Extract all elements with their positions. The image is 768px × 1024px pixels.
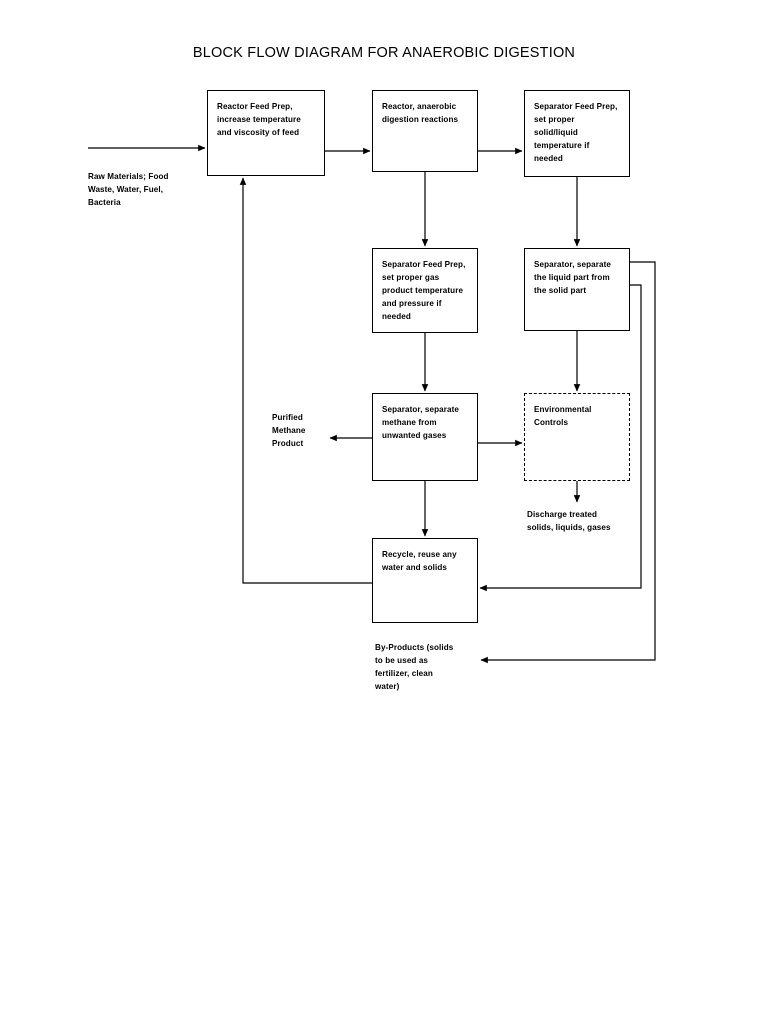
node-recycle[interactable]: Recycle, reuse any water and solids [372,538,478,623]
node-reactor-feed-prep[interactable]: Reactor Feed Prep, increase temperature … [207,90,325,176]
label-discharge-treated: Discharge treated solids, liquids, gases [527,510,611,533]
label-raw-materials: Raw Materials; Food Waste, Water, Fuel, … [88,172,169,208]
connector-recycle-to-reactor-feed-prep [239,177,372,584]
page-title: BLOCK FLOW DIAGRAM FOR ANAEROBIC DIGESTI… [192,45,576,61]
node-environmental-controls[interactable]: Environmental Controls [524,393,630,481]
node-separator-liquid-solid[interactable]: Separator, separate the liquid part from… [524,248,630,331]
connector-separator-liquid-solid-to-by-products [480,261,656,664]
connector-separator-liquid-solid-to-recycle [479,284,642,592]
node-separator-feed-prep-gas[interactable]: Separator Feed Prep, set proper gas prod… [372,248,478,333]
label-purified-methane-product: Purified Methane Product [272,413,306,449]
node-separator-feed-prep-solid-liquid[interactable]: Separator Feed Prep, set proper solid/li… [524,90,630,177]
node-reactor[interactable]: Reactor, anaerobic digestion reactions [372,90,478,172]
node-separator-methane[interactable]: Separator, separate methane from unwante… [372,393,478,481]
label-by-products: By-Products (solids to be used as fertil… [375,643,454,692]
